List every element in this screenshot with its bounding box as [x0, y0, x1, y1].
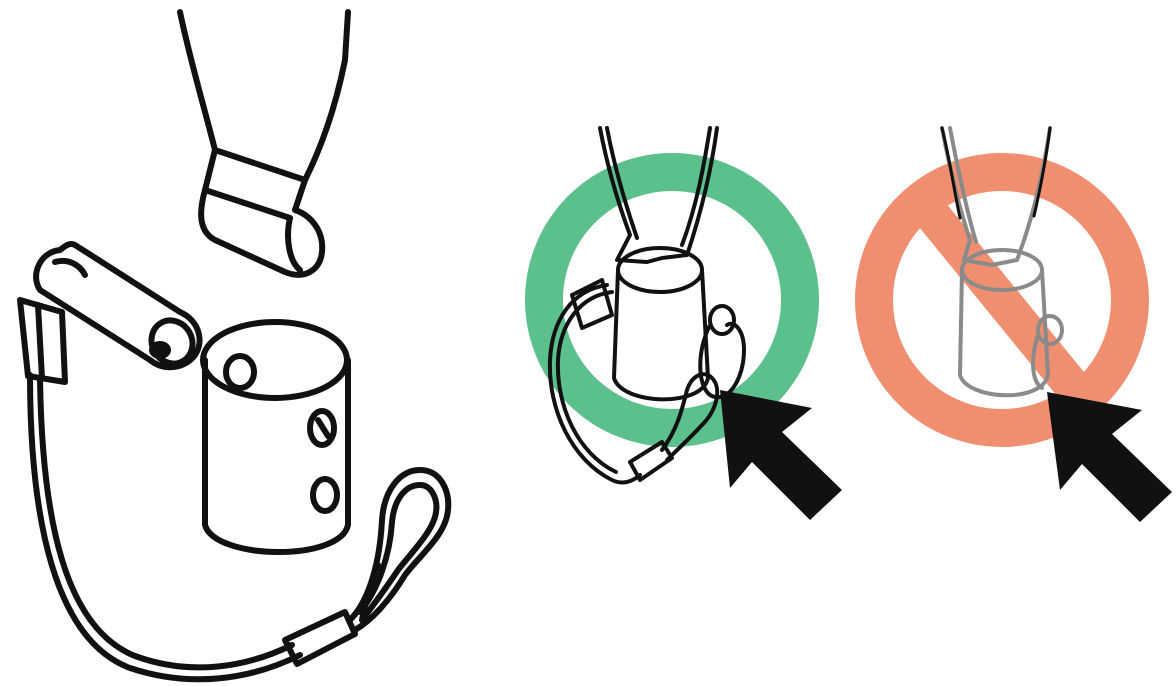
assembly-drawing	[0, 0, 470, 686]
correct-installation-diagram	[512, 120, 852, 540]
ferrule-icon	[285, 612, 355, 664]
arrow-icon	[720, 390, 842, 520]
incorrect-installation-diagram	[842, 120, 1176, 540]
wire-loop-icon	[350, 470, 448, 630]
shackle-body-icon	[203, 322, 348, 552]
tether-wire-icon	[30, 375, 300, 679]
arrow-icon	[1047, 392, 1172, 522]
strap-icon	[180, 12, 348, 275]
check-circle-icon	[544, 172, 800, 428]
tether-clip-icon	[20, 300, 65, 382]
